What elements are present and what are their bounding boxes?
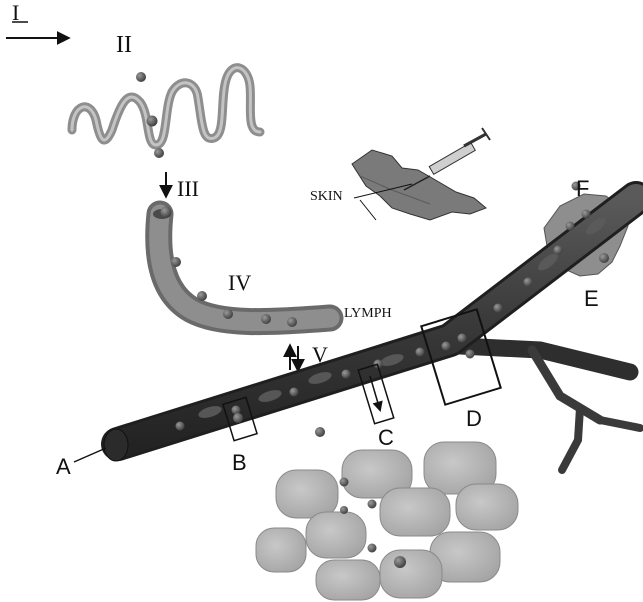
particle — [154, 148, 164, 158]
point-c-label: C — [378, 425, 394, 450]
stage-2-label: II — [116, 32, 132, 58]
tissue-cells — [256, 442, 518, 600]
skin-patch — [352, 150, 486, 220]
particle — [136, 72, 146, 82]
point-a-pointer — [74, 448, 106, 462]
lymph-vessel — [153, 207, 330, 328]
stage-5-exchange-arrows — [290, 346, 298, 370]
vessel-opening — [104, 429, 128, 461]
point-a-label: A — [56, 454, 71, 479]
lymph-label: LYMPH — [344, 306, 392, 321]
particle — [171, 257, 181, 267]
particle — [147, 116, 158, 127]
stage-1-marker: I — [6, 0, 68, 38]
particle — [315, 427, 325, 437]
particle — [197, 291, 207, 301]
particle — [161, 207, 172, 218]
point-d-label: D — [466, 406, 482, 431]
particle — [261, 314, 271, 324]
stage-1-label: I — [12, 0, 19, 25]
stage-3-label: III — [177, 176, 199, 201]
skin-injection — [352, 128, 490, 220]
point-e-label: E — [584, 286, 599, 311]
stage-4-label: IV — [228, 270, 251, 295]
particle — [223, 309, 233, 319]
point-f-label: F — [576, 176, 589, 201]
particle — [287, 317, 297, 327]
skin-label: SKIN — [310, 189, 343, 204]
intestinal-villi — [72, 68, 260, 145]
point-b-label: B — [232, 450, 247, 475]
